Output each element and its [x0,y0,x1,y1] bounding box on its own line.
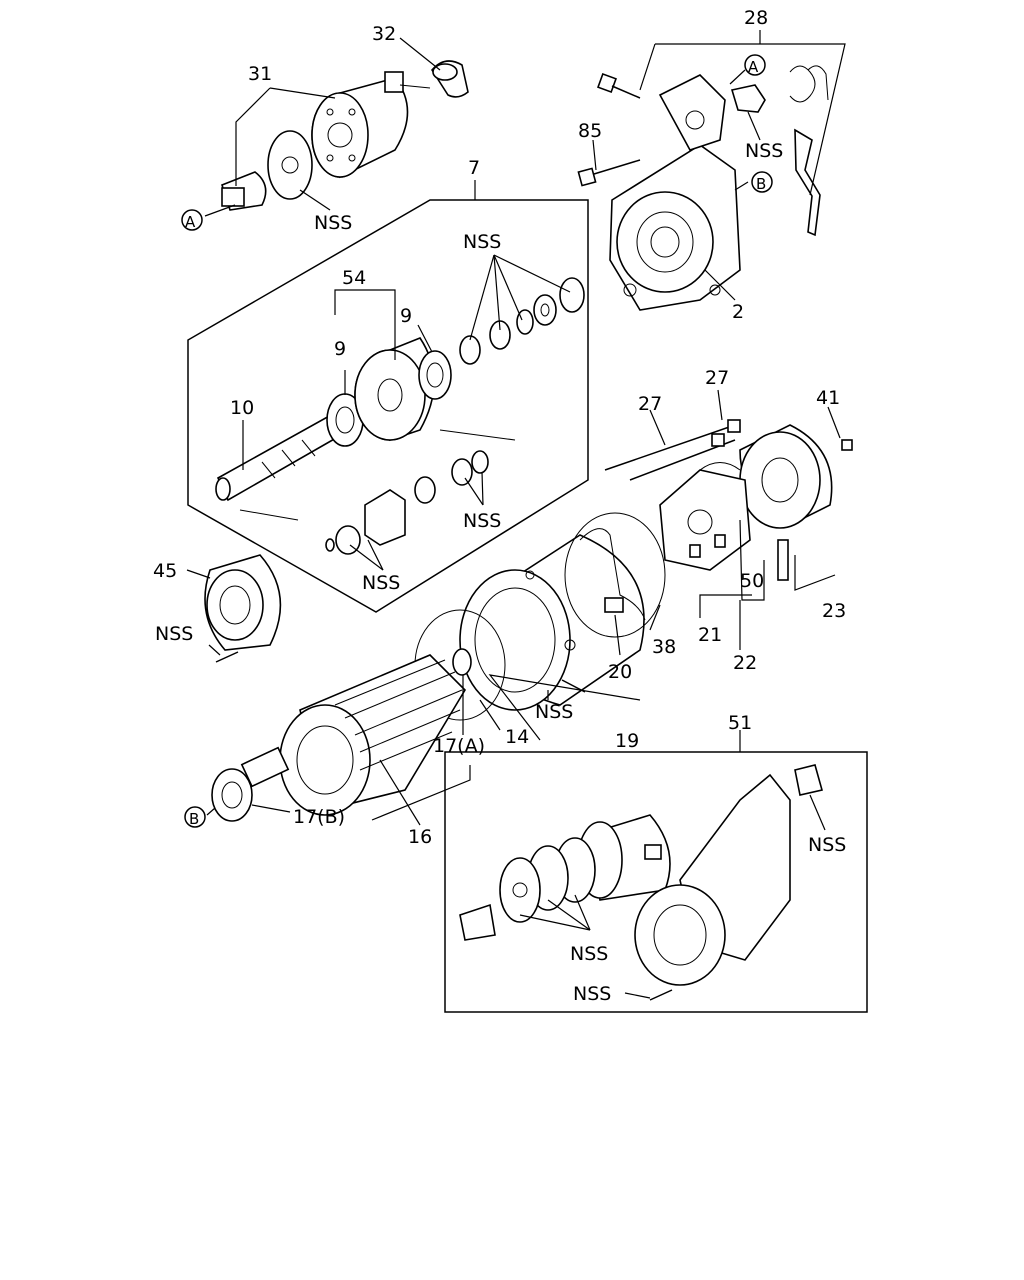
nss-label-clutch-left: NSS [362,572,400,594]
ref-b-circle-top [751,171,773,193]
yoke-19 [459,528,646,711]
bolt-41 [841,439,853,451]
nss-label-group51-clip: NSS [808,834,846,856]
callout-85: 85 [578,120,602,142]
nss-label-group51-washers: NSS [570,943,608,965]
callout-21: 21 [698,624,722,646]
callout-2: 2 [732,301,744,323]
callout-27-left: 27 [638,393,662,415]
shift-lever [789,65,829,237]
drive-housing-2 [609,74,741,311]
callout-23: 23 [822,600,846,622]
leader-lines [186,30,846,999]
nss-label-clutch-right: NSS [463,510,501,532]
nss-label-yoke: NSS [535,701,573,723]
ref-b-circle-left [184,806,206,828]
nss-label-group51-screw: NSS [573,983,611,1005]
callout-16: 16 [408,826,432,848]
through-bolts-27 [604,419,741,481]
callout-14: 14 [505,726,529,748]
ref-b-left: B [189,810,199,828]
callout-19: 19 [615,730,639,752]
callout-54: 54 [342,267,366,289]
brush-holder [659,462,751,571]
group-7-frame [187,199,589,613]
ref-a-left: A [185,213,196,231]
callout-9-upper: 9 [400,305,412,327]
nss-label-solenoid: NSS [314,212,352,234]
ref-b-top: B [756,175,766,193]
screw-nss-front [215,651,239,663]
clip-nss [730,84,766,113]
solenoid-31 [221,71,431,211]
callout-50: 50 [740,570,764,592]
ref-a-circle-left [181,209,203,231]
nss-label-washers: NSS [463,231,501,253]
callout-32: 32 [372,23,396,45]
rear-cover-23 [739,424,833,581]
group-51-parts [459,764,823,1001]
callout-38: 38 [652,636,676,658]
armature-16 [240,648,472,816]
o-ring-38 [564,512,666,638]
callout-27-right: 27 [705,367,729,389]
callout-45: 45 [153,560,177,582]
pinion-assembly [215,277,585,555]
callout-9-lower: 9 [334,338,346,360]
callout-17a: 17(A) [433,735,485,757]
nss-label-top-right: NSS [745,140,783,162]
callout-22: 22 [733,652,757,674]
bearing-17b [211,768,253,822]
callout-28: 28 [744,7,768,29]
ref-a-circle-top [744,54,766,76]
callout-31: 31 [248,63,272,85]
callout-20: 20 [608,661,632,683]
front-cover-45 [204,554,282,651]
bolt-28 [597,73,641,99]
bolt-85 [577,159,641,187]
callout-10: 10 [230,397,254,419]
cap-32 [431,60,469,98]
callout-51: 51 [728,712,752,734]
callout-7: 7 [468,157,480,179]
ref-a-top: A [748,58,759,76]
nss-label-front-cover: NSS [155,623,193,645]
callout-41: 41 [816,387,840,409]
group-51-frame [444,751,868,1013]
callout-17b: 17(B) [293,806,345,828]
